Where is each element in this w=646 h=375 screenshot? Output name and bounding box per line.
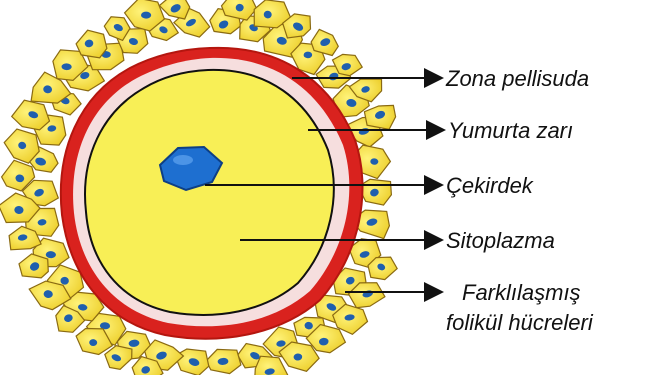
label-follicle-cells-line1: Farklılaşmış (462, 280, 581, 305)
nucleus-highlight (173, 155, 193, 165)
label-cytoplasm: Sitoplazma (446, 228, 555, 253)
label-egg-membrane: Yumurta zarı (448, 118, 573, 143)
label-nucleus: Çekirdek (446, 173, 534, 198)
label-zona-pellucida: Zona pellisuda (445, 66, 589, 91)
cytoplasm (85, 70, 334, 315)
label-follicle-cells-line2: folikül hücreleri (446, 310, 594, 335)
